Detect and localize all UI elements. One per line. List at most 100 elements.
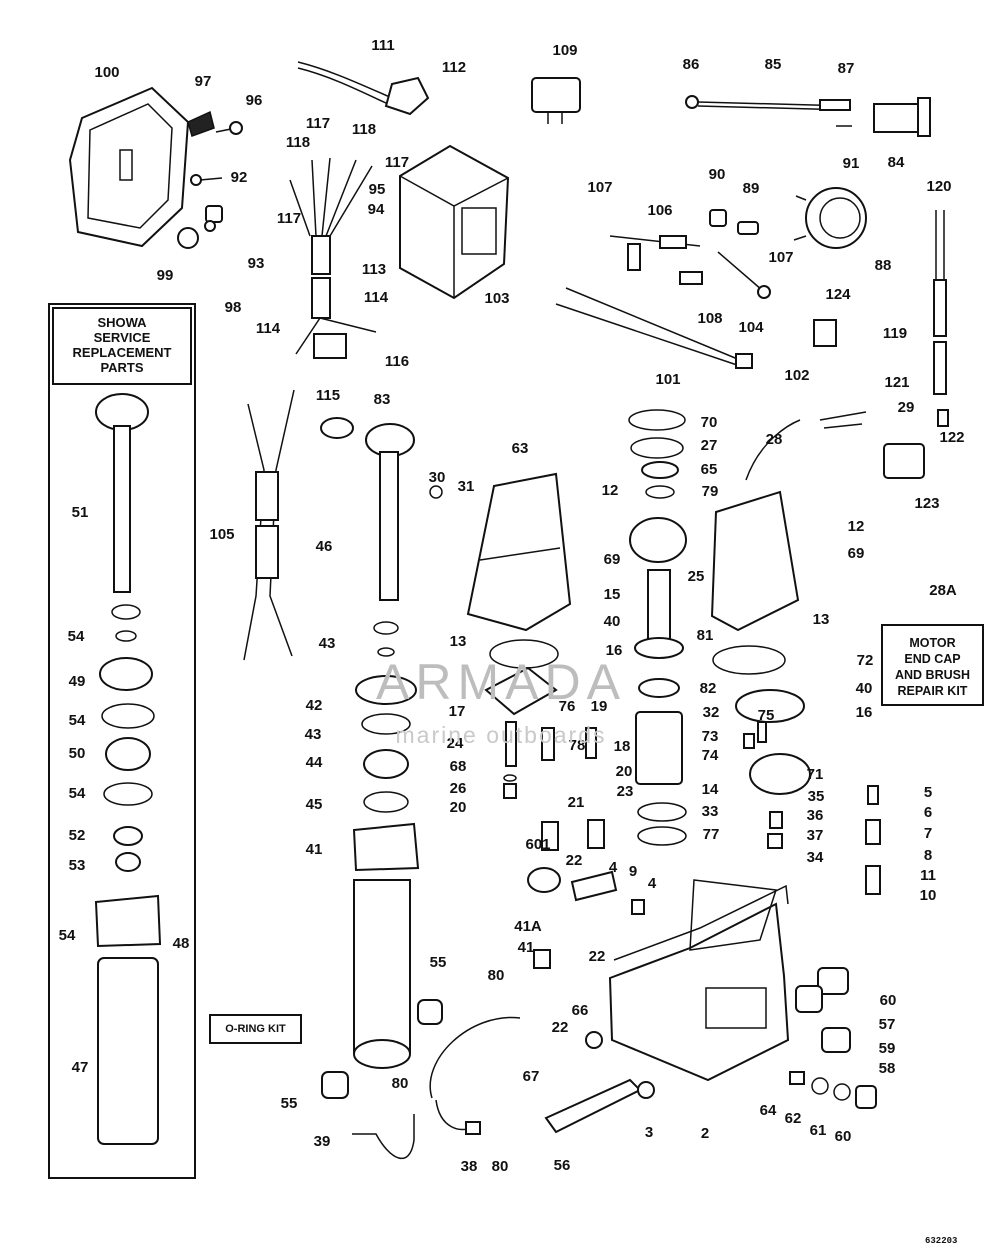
callout-123: 123 <box>914 495 939 512</box>
callout-117: 117 <box>306 115 330 132</box>
parts-right-bottom-fittings <box>544 967 877 1134</box>
parts-101-108-leads <box>555 235 771 369</box>
callout-70: 70 <box>701 414 718 431</box>
callout-51: 51 <box>72 504 89 521</box>
callout-10: 10 <box>920 887 937 904</box>
callout-108: 108 <box>697 310 722 327</box>
part-63-pump <box>429 472 572 632</box>
oring-kit-label: O-RING KIT <box>209 1014 302 1044</box>
callout-124: 124 <box>825 286 851 303</box>
callout-15: 15 <box>604 586 621 603</box>
callout-6: 6 <box>924 804 932 821</box>
callout-85: 85 <box>765 56 782 73</box>
callout-40: 40 <box>604 613 621 630</box>
callout-55: 55 <box>281 1095 298 1112</box>
callout-31: 31 <box>458 478 475 495</box>
showa-parts-frame <box>48 303 196 1179</box>
callout-109: 109 <box>552 42 577 59</box>
callout-34: 34 <box>807 849 824 866</box>
callout-98: 98 <box>225 299 242 316</box>
callout-48: 48 <box>173 935 190 952</box>
part-111-112-cable-plug <box>297 61 430 116</box>
callout-96: 96 <box>246 92 263 109</box>
callout-90: 90 <box>709 166 726 183</box>
callout-22: 22 <box>566 852 583 869</box>
callout-3: 3 <box>645 1124 653 1141</box>
callout-80: 80 <box>392 1075 409 1092</box>
callout-22: 22 <box>589 948 606 965</box>
callout-121: 121 <box>884 374 909 391</box>
callout-54: 54 <box>69 712 86 729</box>
callout-61: 61 <box>810 1122 827 1139</box>
callout-69: 69 <box>604 551 621 568</box>
callout-41: 41 <box>518 939 535 956</box>
callout-22: 22 <box>552 1019 569 1036</box>
callout-75: 75 <box>758 707 775 724</box>
small-fasteners-top-left <box>177 110 243 249</box>
callout-78: 78 <box>569 737 586 754</box>
showa-parts-column <box>94 393 162 1145</box>
callout-67: 67 <box>523 1068 540 1085</box>
callout-107: 107 <box>587 179 612 196</box>
callout-24: 24 <box>447 735 464 752</box>
callout-102: 102 <box>784 367 809 384</box>
callout-91: 91 <box>843 155 860 172</box>
callout-117: 117 <box>277 210 301 227</box>
callout-44: 44 <box>306 754 323 771</box>
callout-95: 95 <box>369 181 386 198</box>
callout-122: 122 <box>939 429 964 446</box>
callout-42: 42 <box>306 697 323 714</box>
callout-13: 13 <box>813 611 830 628</box>
part-46-trim-rod <box>365 423 415 601</box>
callout-16: 16 <box>606 642 623 659</box>
callout-60: 60 <box>835 1128 852 1145</box>
callout-68: 68 <box>450 758 467 775</box>
callout-50: 50 <box>69 745 86 762</box>
callout-119: 119 <box>883 325 907 342</box>
callout-30: 30 <box>429 469 446 486</box>
callout-65: 65 <box>701 461 718 478</box>
parts-5-11-relief-valve <box>767 785 881 895</box>
part-13-oring-b <box>712 645 786 675</box>
callout-118: 118 <box>352 121 376 138</box>
callout-4: 4 <box>609 859 618 876</box>
part-109-relay <box>531 77 581 124</box>
part-13-oring-a <box>489 639 559 669</box>
callout-25: 25 <box>688 568 705 585</box>
part-88-trim-gauge <box>793 187 867 249</box>
part-105-battery-cables <box>243 389 295 661</box>
callout-63: 63 <box>512 440 529 457</box>
callout-38: 38 <box>461 1158 478 1175</box>
callout-4: 4 <box>648 875 657 892</box>
callout-32: 32 <box>703 704 720 721</box>
callout-20: 20 <box>450 799 467 816</box>
callout-58: 58 <box>879 1060 896 1077</box>
callout-114: 114 <box>256 320 281 337</box>
parts-119-124-sender-lead <box>813 210 949 479</box>
motor-end-cap-kit-label: MOTOR END CAP AND BRUSH REPAIR KIT <box>881 624 984 706</box>
parts-71-75-end-cap <box>735 689 811 795</box>
callout-84: 84 <box>888 154 905 171</box>
callout-69: 69 <box>848 545 865 562</box>
showa-label-line-1: SHOWA <box>97 315 147 330</box>
callout-83: 83 <box>374 391 391 408</box>
callout-17: 17 <box>449 703 466 720</box>
part-55-bushing-b <box>321 1071 349 1099</box>
callout-28A: 28A <box>929 582 957 599</box>
callout-86: 86 <box>683 56 700 73</box>
callout-47: 47 <box>72 1059 89 1076</box>
callout-81: 81 <box>697 627 714 644</box>
callout-88: 88 <box>875 257 892 274</box>
motor-label-line-1: MOTOR <box>909 636 956 650</box>
parts-41-45-piston-stack <box>352 621 420 1069</box>
callout-40: 40 <box>856 680 873 697</box>
callout-41: 41 <box>306 841 323 858</box>
callout-106: 106 <box>647 202 672 219</box>
callout-117: 117 <box>385 154 409 171</box>
callout-80: 80 <box>492 1158 509 1175</box>
callout-20: 20 <box>616 763 633 780</box>
callout-39: 39 <box>314 1133 331 1150</box>
parts-38-39-tube-assembly <box>352 1016 521 1160</box>
callout-80: 80 <box>488 967 505 984</box>
callout-99: 99 <box>157 267 174 284</box>
